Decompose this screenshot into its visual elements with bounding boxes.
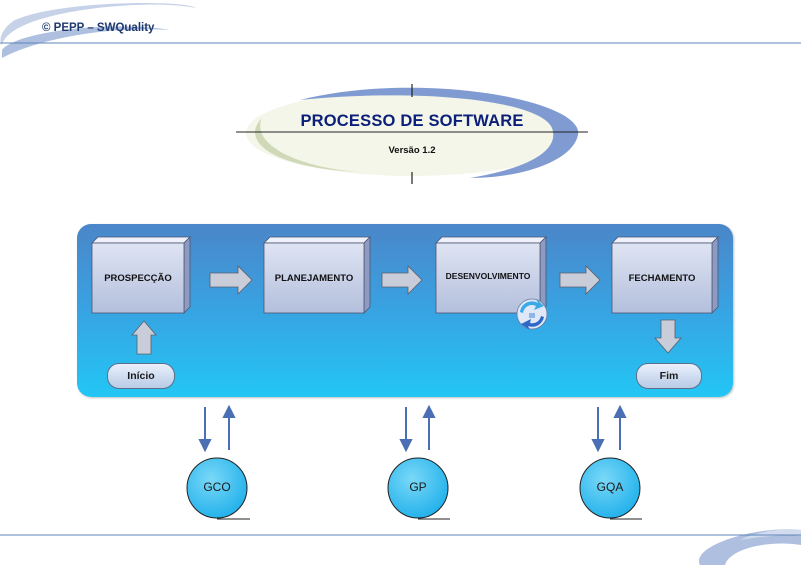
flow-arrow-2 [381,265,423,295]
stage-box-desenvolvimento[interactable] [435,236,547,314]
end-button[interactable]: Fim [636,363,702,389]
brand-text: © PEPP – SWQuality [42,22,155,34]
support-label-gqa: GQA [596,480,624,494]
support-circle-gco[interactable] [186,457,250,520]
flow-arrow-3 [559,265,601,295]
header-swoosh [0,3,196,58]
start-button[interactable]: Início [107,363,175,389]
support-circle-gp[interactable] [387,457,450,520]
stage-label-desenvolvimento: DESENVOLVIMENTO [445,271,531,281]
stage-label-planejamento: PLANEJAMENTO [274,273,354,284]
end-down-arrow [654,319,682,354]
support-circle-gqa[interactable] [579,457,642,520]
stage-box-planejamento[interactable] [263,236,371,314]
gco-exchange-arrows [198,404,236,453]
version-label: Versão 1.2 [388,145,436,156]
start-up-arrow [131,320,157,355]
stage-label-prospeccao: PROSPECÇÃO [104,273,172,284]
support-label-gco: GCO [203,480,231,494]
gp-exchange-arrows [399,404,436,453]
flow-arrow-1 [209,265,253,295]
stage-box-prospeccao[interactable] [91,236,191,314]
refresh-cycle-icon [516,298,548,330]
title-ellipse [246,87,579,178]
gqa-exchange-arrows [591,404,627,453]
stage-box-fechamento[interactable] [611,236,719,314]
support-label-gp: GP [409,480,427,494]
page-title: PROCESSO DE SOFTWARE [300,112,524,130]
stage-label-fechamento: FECHAMENTO [628,273,696,284]
